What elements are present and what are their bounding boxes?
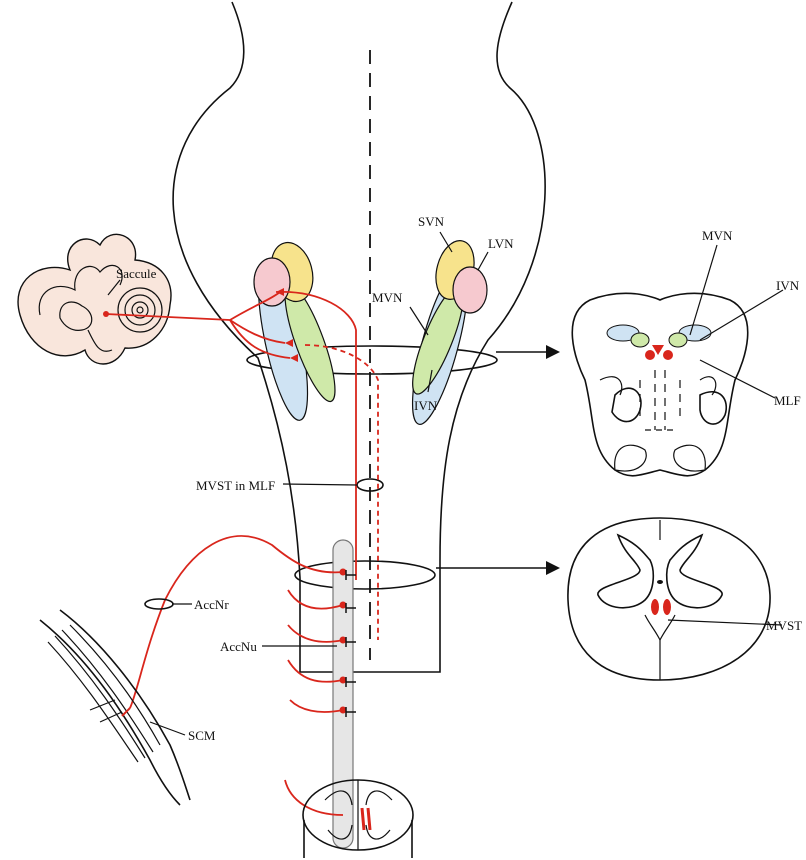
arrow-to-medulla-icon bbox=[546, 345, 560, 359]
label-mvn-section: MVN bbox=[702, 228, 733, 243]
lvn-left bbox=[254, 258, 290, 306]
vestibulospinal-pathway bbox=[106, 288, 378, 848]
label-accnr: AccNr bbox=[194, 597, 229, 612]
accnu-motoneurons bbox=[130, 536, 347, 815]
accnr-ring bbox=[145, 599, 173, 609]
lvn-right bbox=[453, 267, 487, 313]
label-ivn: IVN bbox=[414, 398, 438, 413]
section-arrows bbox=[436, 345, 560, 575]
scm-muscle bbox=[40, 610, 190, 805]
label-mvn: MVN bbox=[372, 290, 403, 305]
arrow-to-cord-icon bbox=[546, 561, 560, 575]
label-mvst: MVST bbox=[766, 618, 802, 633]
accessory-nucleus-column bbox=[333, 540, 353, 848]
brainstem-outline bbox=[173, 2, 545, 672]
label-ivn-section: IVN bbox=[776, 278, 800, 293]
label-scm: SCM bbox=[188, 728, 216, 743]
spinal-cross-section bbox=[568, 518, 770, 680]
spinal-cord-segment bbox=[303, 780, 413, 858]
brainstem bbox=[173, 2, 545, 672]
label-accnu: AccNu bbox=[220, 639, 257, 654]
medulla-cross-section bbox=[572, 293, 747, 475]
label-saccule: Saccule bbox=[116, 266, 157, 281]
label-mvst-in-mlf: MVST in MLF bbox=[196, 478, 275, 493]
label-lvn: LVN bbox=[488, 236, 514, 251]
level-ring-cervical bbox=[295, 561, 435, 589]
saccule-inner-ear bbox=[18, 234, 171, 364]
vestibular-nuclei-left bbox=[248, 238, 344, 424]
label-svn: SVN bbox=[418, 214, 445, 229]
label-mlf: MLF bbox=[774, 393, 801, 408]
accnr-axon-main bbox=[130, 536, 343, 708]
